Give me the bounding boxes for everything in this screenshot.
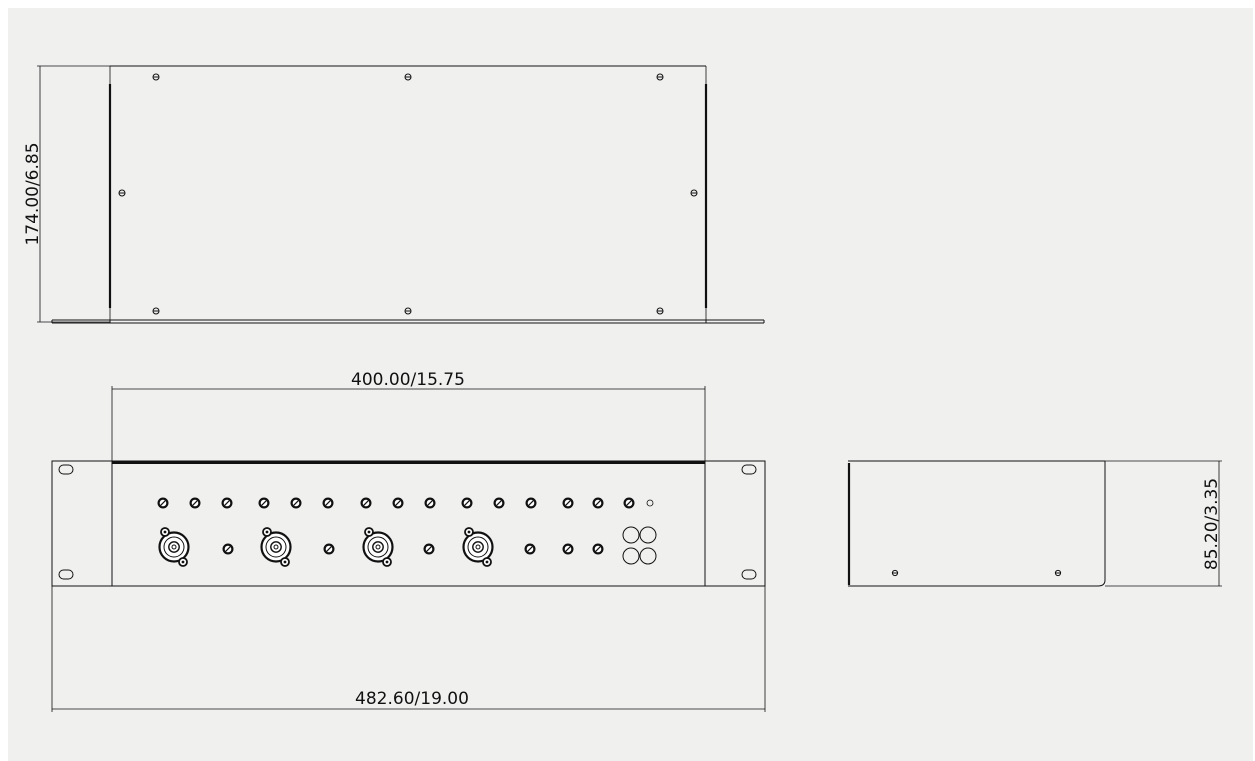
- rack-ear-slot: [741, 569, 757, 580]
- potentiometer-knob: [189, 497, 201, 509]
- potentiometer-knob: [562, 543, 574, 555]
- potentiometer-knob: [323, 543, 335, 555]
- height-dimension-label: 174.00/6.85: [23, 142, 43, 245]
- front-components: [157, 497, 657, 567]
- top-view-screws: [118, 73, 698, 315]
- potentiometer-knob: [322, 497, 334, 509]
- potentiometer-knob: [360, 497, 372, 509]
- xlr-combo-connector: [462, 527, 494, 567]
- potentiometer-knob: [524, 543, 536, 555]
- output-jack: [639, 526, 657, 544]
- potentiometer-knob: [562, 497, 574, 509]
- rack-ear-slot: [58, 569, 74, 580]
- potentiometer-knob: [157, 497, 169, 509]
- potentiometer-knob: [392, 497, 404, 509]
- potentiometer-knob: [258, 497, 270, 509]
- potentiometer-knob: [222, 543, 234, 555]
- drawing-background: [8, 8, 1253, 761]
- output-jack: [639, 547, 657, 565]
- potentiometer-knob: [290, 497, 302, 509]
- potentiometer-knob: [592, 543, 604, 555]
- xlr-combo-connector: [158, 527, 190, 567]
- potentiometer-knob: [424, 497, 436, 509]
- potentiometer-knob: [221, 497, 233, 509]
- top-view: 174.00/6.85: [23, 65, 765, 324]
- xlr-combo-connector: [260, 527, 292, 567]
- potentiometer-knob: [525, 497, 537, 509]
- potentiometer-knob: [461, 497, 473, 509]
- output-jack: [622, 526, 640, 544]
- potentiometer-knob: [423, 543, 435, 555]
- rack-ear-slot: [741, 464, 757, 475]
- indicator-led: [646, 499, 654, 507]
- inner-width-label: 400.00/15.75: [351, 370, 465, 390]
- potentiometer-knob: [493, 497, 505, 509]
- overall-width-label: 482.60/19.00: [355, 689, 469, 709]
- output-jack: [622, 547, 640, 565]
- potentiometer-knob: [592, 497, 604, 509]
- front-view: 400.00/15.75 482.60/19.00: [51, 370, 766, 712]
- potentiometer-knob: [623, 497, 635, 509]
- side-height-label: 85.20/3.35: [1202, 478, 1222, 570]
- side-view: 85.20/3.35: [847, 460, 1222, 587]
- rack-ear-slot: [58, 464, 74, 475]
- xlr-combo-connector: [362, 527, 394, 567]
- side-view-rear-edge: [1097, 461, 1106, 587]
